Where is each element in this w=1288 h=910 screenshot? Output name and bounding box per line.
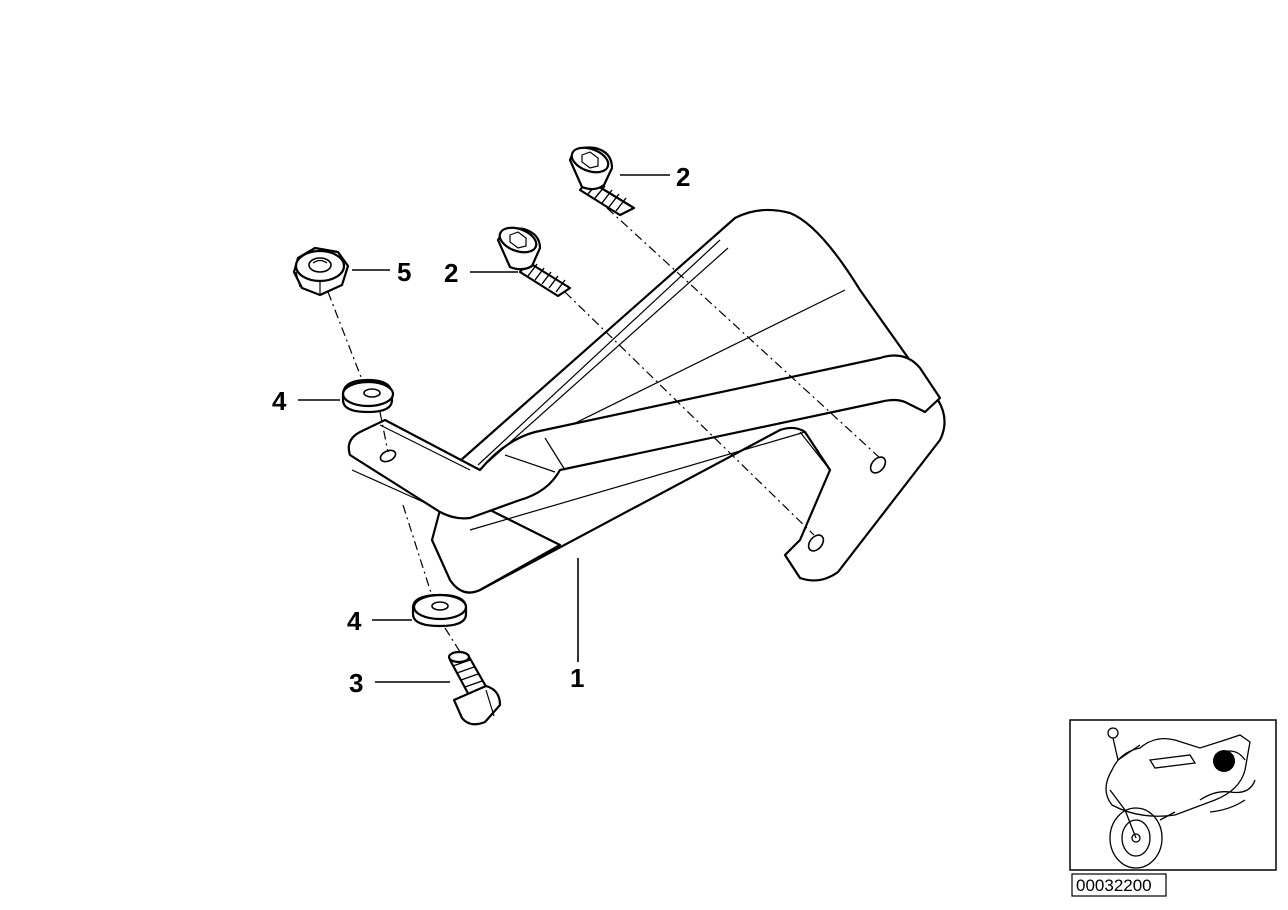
assembly-lines (327, 207, 881, 656)
washer-upper (341, 378, 395, 414)
bracket-part (347, 208, 946, 594)
callout-2-lower: 2 (444, 258, 458, 288)
callout-5: 5 (397, 257, 411, 287)
location-marker-icon (1213, 750, 1235, 772)
washer-lower (411, 593, 468, 628)
callout-4-lower: 4 (347, 606, 362, 636)
motorcycle-icon (1105, 727, 1256, 869)
callout-3: 3 (349, 668, 363, 698)
callout-2-upper: 2 (676, 162, 690, 192)
socket-bolt (447, 650, 502, 726)
socket-screw-upper (568, 146, 636, 217)
hex-nut (292, 246, 350, 297)
reference-number: 00032200 (1076, 876, 1152, 895)
callout-1: 1 (570, 663, 584, 693)
socket-screw-lower (496, 226, 572, 298)
locator-thumbnail: 00032200 (1069, 719, 1277, 897)
callout-labels: 1 2 2 5 4 4 3 (272, 162, 690, 698)
leader-lines (298, 174, 670, 683)
callout-4-upper: 4 (272, 386, 287, 416)
